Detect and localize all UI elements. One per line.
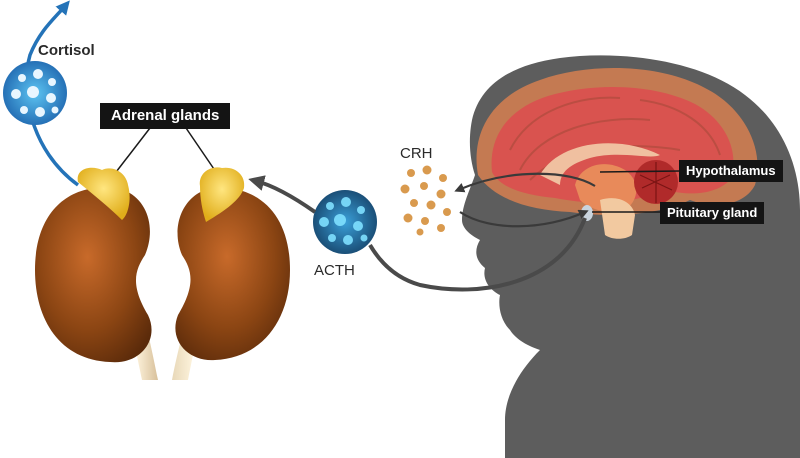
right-adrenal-gland [199, 167, 245, 222]
acth-bubbles [319, 197, 368, 245]
acth-to-adrenal-arrow [248, 175, 317, 214]
hypothalamus-label: Hypothalamus [679, 160, 783, 182]
left-adrenal-gland [77, 167, 130, 220]
pituitary-gland-label: Pituitary gland [660, 202, 765, 224]
hypothalamus-pointer [599, 170, 681, 173]
crh-particles [400, 165, 451, 236]
adrenal-pointer-left [112, 127, 151, 177]
cerebellum-lines [639, 162, 673, 203]
acth-flow-line [368, 217, 587, 292]
cortisol-bubbles [11, 69, 59, 117]
cortisol-label: Cortisol [38, 42, 95, 59]
acth-label: ACTH [314, 262, 355, 279]
adrenal-pointer-right [185, 127, 217, 173]
corpus-callosum [540, 143, 660, 185]
right-kidney [175, 187, 290, 361]
adrenal-glands-label: Adrenal glands [100, 103, 231, 129]
crh-return-arrow [459, 209, 589, 228]
crh-label: CRH [400, 145, 433, 162]
brainstem [600, 198, 635, 239]
crh-release-arrow [454, 172, 596, 193]
left-kidney [35, 186, 152, 363]
